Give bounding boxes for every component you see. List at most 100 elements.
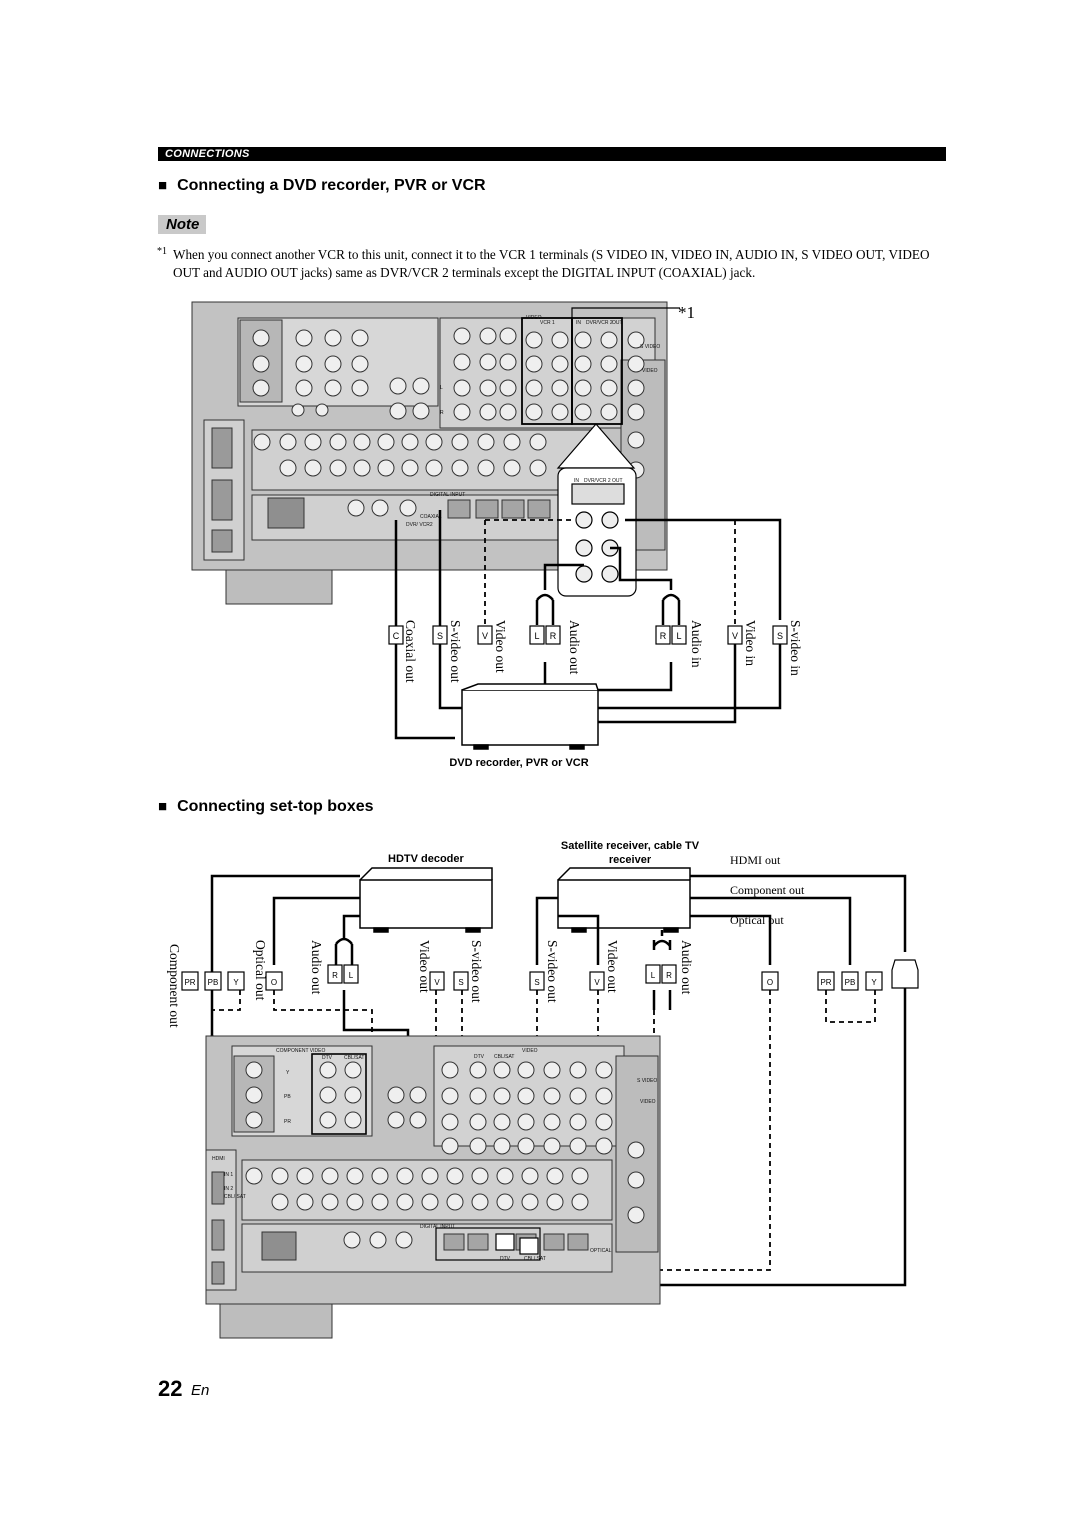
footnote-mark: *1 [157, 246, 167, 257]
plug2-l: L [349, 971, 354, 980]
page-number: 22 [158, 1376, 183, 1401]
jack-grid-2 [245, 1061, 645, 1249]
panel2-label-cbl-sat-small: CBL/ SAT [224, 1194, 246, 1200]
hdtv-decoder-device [359, 867, 493, 933]
plug2-pb: PB [208, 978, 219, 987]
heading-set-top-boxes-text: Connecting set-top boxes [177, 798, 374, 815]
label-video-in: Video in [743, 620, 758, 667]
satellite-receiver-label: Satellite receiver, cable TV receiver [560, 840, 700, 866]
zoom-label-in: IN [574, 478, 579, 484]
plug3-v: V [594, 978, 600, 987]
panel2-label-s-video: S VIDEO [637, 1078, 657, 1084]
plug-letter-r2: R [660, 631, 667, 641]
hdtv-decoder-label: HDTV decoder [388, 853, 464, 865]
label3-s-video-out: S-video out [545, 940, 560, 1003]
plug3-pb: PB [845, 978, 856, 987]
panel2-label-y: Y [286, 1070, 290, 1076]
plug2-y: Y [233, 978, 239, 987]
panel-label-video2: VIDEO [642, 368, 658, 374]
callout-mark: *1 [678, 303, 695, 322]
panel-label-coaxial: COAXIAL [420, 514, 442, 520]
label-coaxial-out: Coaxial out [403, 620, 418, 683]
label-audio-out: Audio out [567, 620, 582, 675]
panel2-label-in2: IN 2 [224, 1186, 233, 1192]
panel-label-video: VIDEO [526, 315, 542, 321]
plug2-v: V [434, 978, 440, 987]
panel2-label-dtv-2: DTV [474, 1054, 485, 1060]
legend-optical-out: Optical out [730, 913, 784, 927]
note-box [158, 215, 206, 234]
label3-video-out: Video out [605, 940, 620, 993]
heading-set-top-boxes: ■ Connecting set-top boxes [158, 798, 374, 816]
panel-label-l: L [440, 385, 443, 391]
panel2-label-video: VIDEO [522, 1048, 538, 1054]
plug3-o: O [767, 978, 773, 987]
panel2-label-cbl-sat: CBL/SAT [344, 1055, 364, 1061]
plug-letter-l: L [534, 631, 539, 641]
plug3-pr: PR [820, 978, 831, 987]
label3-audio-out: Audio out [679, 940, 694, 995]
plug3-r: R [666, 971, 672, 980]
panel2-label-pb: PB [284, 1094, 291, 1100]
dvd-recorder-device [461, 683, 599, 750]
panel-label-in: IN [576, 320, 581, 326]
zoom-label-dvr-vcr2: DVR/VCR 2 [584, 478, 611, 484]
note-label: Note [166, 216, 200, 233]
panel-label-out: OUT [612, 320, 623, 326]
plug2-o: O [271, 978, 277, 987]
plug-letter-s2: S [777, 631, 783, 641]
legend-hdmi-out: HDMI out [730, 853, 781, 867]
plug2-r: R [332, 971, 338, 980]
heading-dvd-recorder-text: Connecting a DVD recorder, PVR or VCR [177, 177, 486, 194]
label2-component-out: Component out [167, 944, 182, 1028]
label-audio-in: Audio in [689, 620, 704, 668]
plug2-pr: PR [184, 978, 195, 987]
panel-label-dvr-vcr2: DVR/VCR 2 [586, 320, 613, 326]
label2-optical-out: Optical out [253, 940, 268, 1001]
panel2-label-pr: PR [284, 1119, 291, 1125]
panel-label-r: R [440, 410, 444, 416]
panel-label-digital-input: DIGITAL INPUT [430, 492, 465, 498]
label2-video-out: Video out [417, 940, 432, 993]
jack-grid [252, 327, 645, 517]
section-band [158, 147, 946, 161]
zoom-label-out: OUT [612, 478, 623, 484]
panel2-label-digital-input: DIGITAL INPUT [420, 1224, 455, 1230]
heading-dvd-recorder: ■Connecting a DVD recorder, PVR or VCR [158, 177, 486, 195]
panel2-label-in1: IN 1 [224, 1172, 233, 1178]
label2-audio-out: Audio out [309, 940, 324, 995]
plug3-y: Y [871, 978, 877, 987]
label-video-out: Video out [493, 620, 508, 673]
panel2-label-cbl-sat-2: CBL/SAT [494, 1054, 514, 1060]
heading-bullet-icon-2: ■ [158, 798, 168, 815]
panel2-label-component-video: COMPONENT VIDEO [276, 1048, 325, 1054]
panel2-label-video-2: VIDEO [640, 1099, 656, 1105]
plug-letter-c: C [393, 631, 400, 641]
panel2-label-dtv-num: DTV [500, 1256, 511, 1262]
panel2-label-dtv: DTV [322, 1055, 333, 1061]
panel2-label-optical: OPTICAL [590, 1248, 612, 1254]
dvd-recorder-label: DVD recorder, PVR or VCR [449, 757, 588, 769]
panel2-label-cbl-sat-num: CBL/ SAT [524, 1256, 546, 1262]
plugs-row-1 [388, 625, 788, 645]
callout-line [571, 307, 680, 318]
plug-letter-l2: L [676, 631, 681, 641]
dvr-vcr2-outline [571, 317, 623, 425]
legend-component-out: Component out [730, 883, 805, 897]
plug-letter-v: V [482, 631, 488, 641]
panel-label-s-video: S VIDEO [640, 344, 660, 350]
receiver-back-panel-2 [205, 1035, 661, 1339]
plugs-row-2 [181, 959, 919, 991]
section-band-label: CONNECTIONS [165, 148, 250, 160]
satellite-receiver-device [557, 867, 691, 933]
footnote-text: When you connect another VCR to this uni… [173, 247, 930, 280]
page-language: En [191, 1382, 210, 1399]
plug3-l: L [651, 971, 656, 980]
plug2-s: S [458, 978, 463, 987]
plug-letter-s: S [437, 631, 443, 641]
plug3-s: S [534, 978, 539, 987]
label-s-video-in: S-video in [788, 620, 803, 676]
plug-letter-v2: V [732, 631, 738, 641]
